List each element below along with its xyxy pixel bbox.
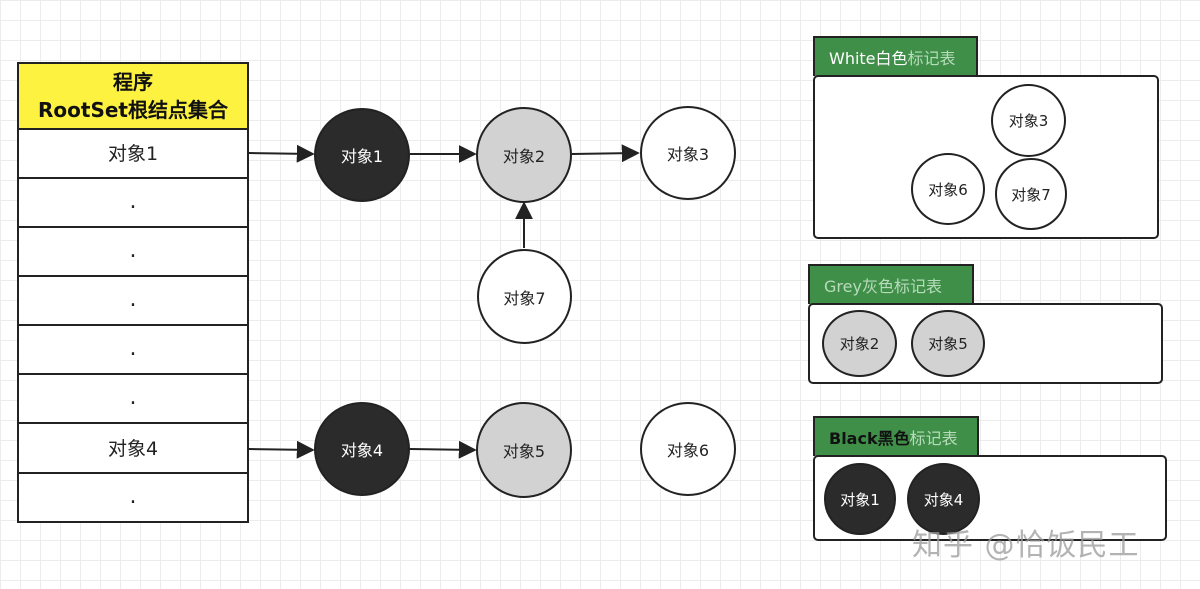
node-obj1: 对象1: [314, 108, 410, 202]
black-item-obj4: 对象4: [907, 463, 980, 535]
grey-table-title-suffix: 标记表: [893, 277, 942, 296]
root-row-ellipsis: .: [19, 226, 247, 277]
node-obj4: 对象4: [314, 402, 410, 496]
white-item-obj3: 对象3: [991, 84, 1066, 157]
root-row-ellipsis: .: [19, 373, 247, 424]
node-obj7: 对象7: [477, 249, 572, 344]
edge-obj4-obj5: [409, 440, 477, 459]
black-table-title: Black黑色: [829, 429, 910, 448]
root-set-header: 程序 RootSet根结点集合: [19, 64, 247, 130]
grey-item-obj5: 对象5: [911, 310, 985, 377]
edge-obj2-obj3: [571, 144, 640, 163]
root-row-obj4: 对象4: [19, 423, 247, 474]
white-table-title: White白色: [829, 49, 908, 68]
node-obj6: 对象6: [640, 402, 736, 496]
white-table-tag: White白色标记表: [813, 36, 978, 76]
white-table-panel: [813, 75, 1159, 239]
black-table-title-suffix: 标记表: [909, 429, 958, 448]
root-set-table: 程序 RootSet根结点集合 对象1 . . . . . 对象4 .: [17, 62, 249, 523]
root-row-obj1: 对象1: [19, 128, 247, 179]
node-obj3: 对象3: [640, 106, 736, 200]
root-set-title-line2: RootSet根结点集合: [38, 98, 228, 122]
black-item-obj1: 对象1: [824, 463, 896, 535]
root-set-title-line1: 程序: [113, 70, 153, 94]
black-table-tag: Black黑色标记表: [813, 416, 979, 456]
root-row-ellipsis: .: [19, 275, 247, 326]
root-row-ellipsis: .: [19, 177, 247, 228]
watermark-text: 知乎 @恰饭民工: [912, 528, 1140, 563]
edge-root-obj4: [248, 440, 315, 459]
white-item-obj7: 对象7: [995, 158, 1067, 230]
node-obj5: 对象5: [476, 402, 572, 498]
grey-table-title: Grey灰色: [824, 277, 894, 296]
white-table-title-suffix: 标记表: [907, 49, 956, 68]
grey-item-obj2: 对象2: [822, 310, 897, 377]
root-row-ellipsis: .: [19, 324, 247, 375]
edge-root-obj1: [248, 144, 315, 163]
root-row-ellipsis: .: [129, 483, 137, 509]
node-obj2: 对象2: [476, 107, 572, 203]
grey-table-tag: Grey灰色标记表: [808, 264, 974, 304]
white-item-obj6: 对象6: [911, 153, 985, 225]
